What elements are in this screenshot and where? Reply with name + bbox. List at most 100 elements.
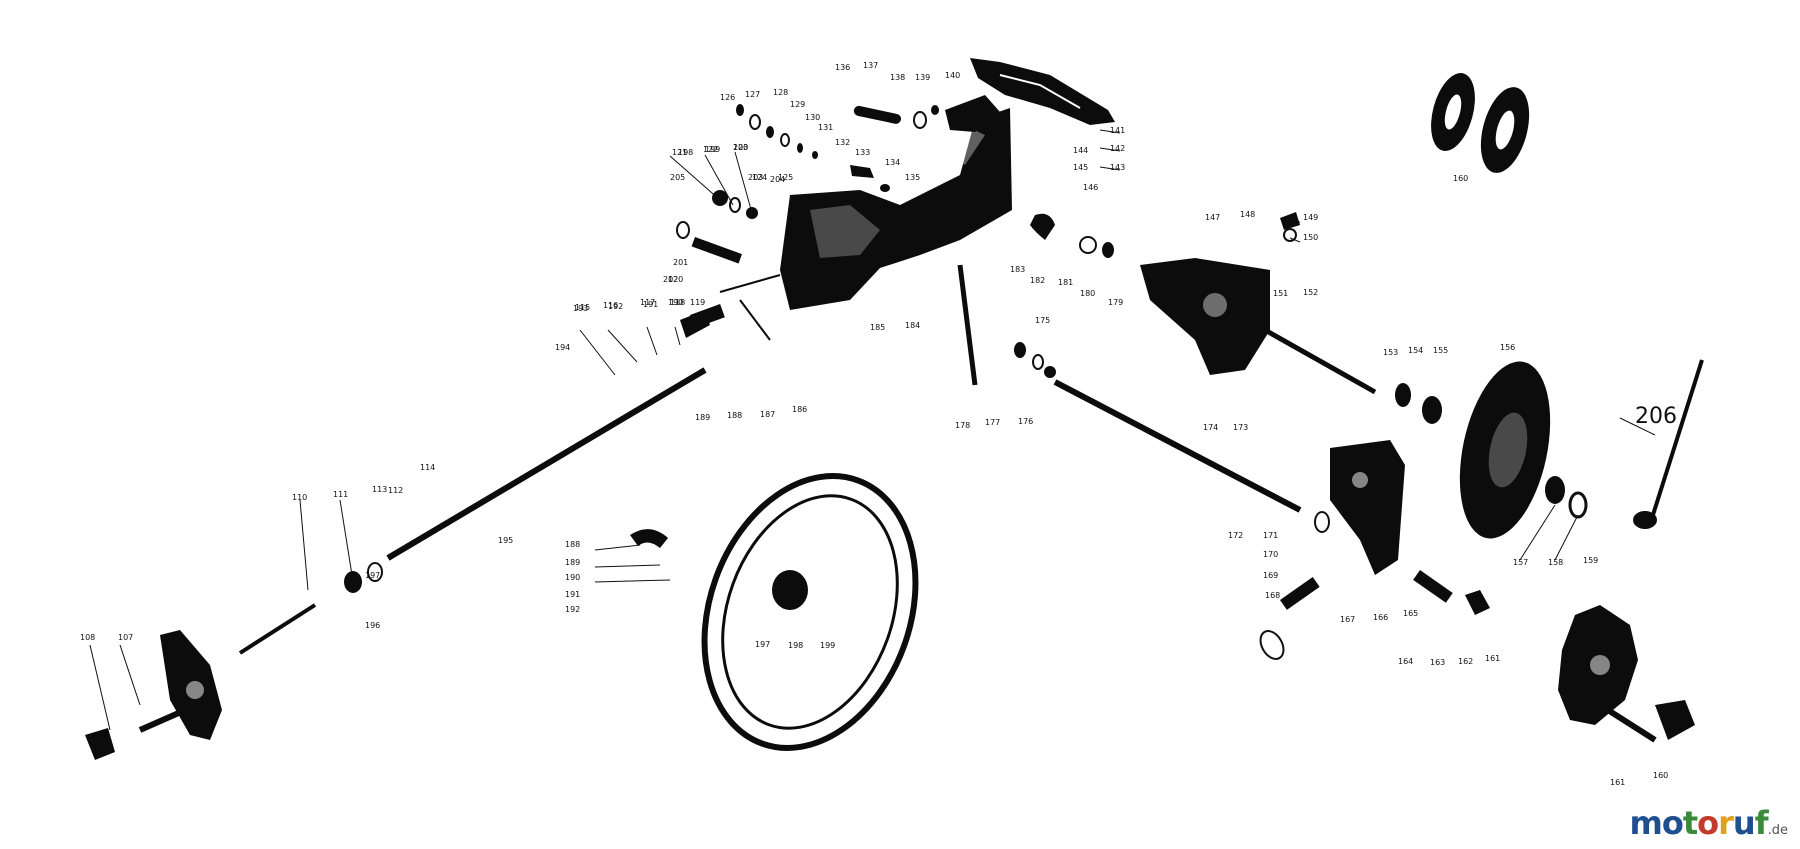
callout-152: 152 <box>1303 288 1318 297</box>
callout-157: 157 <box>1513 558 1528 567</box>
callout-177: 177 <box>985 418 1000 427</box>
callout-203: 203 <box>748 173 763 182</box>
leader-lines <box>89 129 1656 731</box>
callout-163: 163 <box>1430 658 1445 667</box>
callout-175: 175 <box>1035 316 1050 325</box>
callout-201: 201 <box>673 258 688 267</box>
callout-204: 204 <box>770 175 785 184</box>
callout-128: 128 <box>773 88 788 97</box>
callout-154: 154 <box>1408 346 1423 355</box>
callout-126: 126 <box>720 93 735 102</box>
callout-178: 178 <box>955 421 970 430</box>
sprocket-gear <box>1395 361 1588 539</box>
motoruf-logo: motoruf.de <box>1630 805 1788 841</box>
callout-189: 189 <box>695 413 710 422</box>
callout-194: 194 <box>555 343 570 352</box>
callout-155: 155 <box>1433 346 1448 355</box>
callout-146: 146 <box>1083 183 1098 192</box>
callout-202: 202 <box>663 275 678 284</box>
callout-189: 189 <box>565 558 580 567</box>
callout-143: 143 <box>1110 163 1125 172</box>
callout-195: 195 <box>498 536 513 545</box>
callout-161: 161 <box>1485 654 1500 663</box>
callout-117: 117 <box>640 298 655 307</box>
callout-196: 196 <box>365 621 380 630</box>
callout-153: 153 <box>1383 348 1398 357</box>
callout-134: 134 <box>885 158 900 167</box>
callout-131: 131 <box>818 123 833 132</box>
callout-118: 118 <box>670 298 685 307</box>
callout-172: 172 <box>1228 531 1243 540</box>
callout-183: 183 <box>1010 265 1025 274</box>
callout-158: 158 <box>1548 558 1563 567</box>
callout-133: 133 <box>855 148 870 157</box>
logo-letter: u <box>1732 804 1756 842</box>
callout-199: 199 <box>705 145 720 154</box>
callout-185: 185 <box>870 323 885 332</box>
callout-181: 181 <box>1058 278 1073 287</box>
callout-180: 180 <box>1080 289 1095 298</box>
callout-140: 140 <box>945 71 960 80</box>
callout-188: 188 <box>727 411 742 420</box>
callout-200: 200 <box>733 143 748 152</box>
axle-bracket-right <box>1259 440 1490 660</box>
callout-162: 162 <box>1458 657 1473 666</box>
logo-letter: m <box>1629 804 1663 842</box>
callout-160: 160 <box>1653 771 1668 780</box>
callout-197: 197 <box>755 640 770 649</box>
callout-127: 127 <box>745 90 760 99</box>
callout-206: 206 <box>1635 404 1677 429</box>
callout-199: 199 <box>820 641 835 650</box>
logo-letter: o <box>1697 804 1719 842</box>
crank-hub-left <box>85 630 222 760</box>
small-parts-top <box>676 104 1114 386</box>
callout-120: 120 <box>668 275 683 284</box>
logo-letter: f <box>1754 804 1769 842</box>
callout-132: 132 <box>835 138 850 147</box>
callout-182: 182 <box>1030 276 1045 285</box>
callout-188: 188 <box>565 540 580 549</box>
callout-192: 192 <box>608 302 623 311</box>
logo-letter: t <box>1682 804 1698 842</box>
callout-135: 135 <box>905 173 920 182</box>
callout-156: 156 <box>1500 343 1515 352</box>
callout-116: 116 <box>603 301 618 310</box>
callout-184: 184 <box>905 321 920 330</box>
callout-138: 138 <box>890 73 905 82</box>
callout-123: 123 <box>733 143 748 152</box>
callout-186: 186 <box>792 405 807 414</box>
callout-125: 125 <box>778 173 793 182</box>
callout-141: 141 <box>1110 126 1125 135</box>
callout-170: 170 <box>1263 550 1278 559</box>
callout-113: 113 <box>372 485 387 494</box>
callout-110: 110 <box>292 493 307 502</box>
callout-149: 149 <box>1303 213 1318 222</box>
callout-119: 119 <box>690 298 705 307</box>
callout-145: 145 <box>1073 163 1088 172</box>
callout-191: 191 <box>643 300 658 309</box>
callout-167: 167 <box>1340 615 1355 624</box>
callout-197: 197 <box>365 571 380 580</box>
crank-hub-right <box>1558 605 1695 743</box>
cover-plate <box>970 58 1115 125</box>
callout-115: 115 <box>575 303 590 312</box>
washer-pair <box>1431 73 1530 173</box>
callout-198: 198 <box>788 641 803 650</box>
callout-192: 192 <box>565 605 580 614</box>
callout-193: 193 <box>573 304 588 313</box>
callout-151: 151 <box>1273 289 1288 298</box>
callout-168: 168 <box>1265 591 1280 600</box>
callout-161: 161 <box>1610 778 1625 787</box>
callout-107: 107 <box>118 633 133 642</box>
callout-187: 187 <box>760 410 775 419</box>
callout-191: 191 <box>565 590 580 599</box>
callout-176: 176 <box>1018 417 1033 426</box>
callout-121: 121 <box>672 148 687 157</box>
callout-179: 179 <box>1108 298 1123 307</box>
logo-domain: .de <box>1767 823 1788 838</box>
callout-171: 171 <box>1263 531 1278 540</box>
callout-169: 169 <box>1263 571 1278 580</box>
callout-139: 139 <box>915 73 930 82</box>
